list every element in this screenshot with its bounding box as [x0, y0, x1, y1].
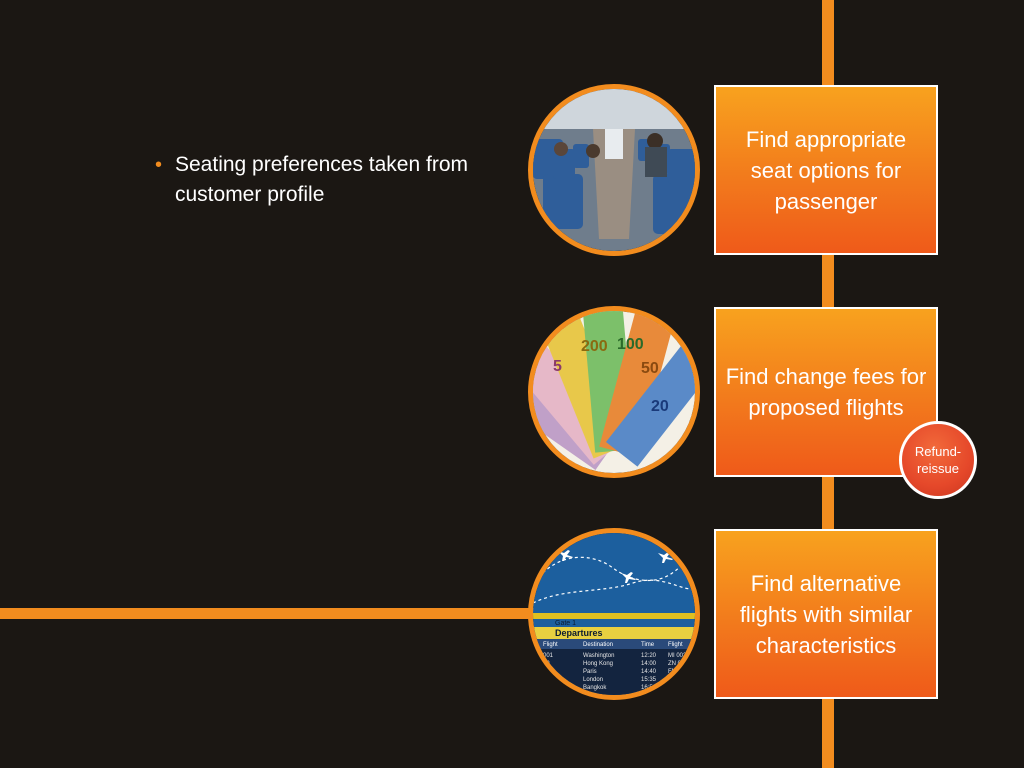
row2-flight: 00: [543, 661, 550, 667]
row3-time: 14:40: [641, 669, 657, 675]
bullet-dot-icon: •: [155, 154, 163, 176]
row4-time: 15:35: [641, 677, 657, 683]
note-100-label: 100: [617, 336, 644, 353]
row1-flight: 001: [543, 653, 554, 659]
note-5-label: 5: [553, 358, 562, 375]
col-destination: Destination: [583, 642, 613, 648]
euro-banknotes-photo: 5 200 100 50 20: [528, 306, 700, 478]
col-time: Time: [641, 642, 655, 648]
airplane-cabin-photo: [528, 84, 700, 256]
note-200-label: 200: [581, 338, 608, 355]
row1-dest: Washington: [583, 653, 614, 659]
step-label: Find change fees for proposed flights: [725, 364, 927, 420]
col-flight-2: Flight: [668, 642, 683, 648]
step-box-seat-options: Find appropriate seat options for passen…: [714, 85, 938, 255]
departures-board-photo: Gate 1 Departures Flight Destination Tim…: [528, 528, 700, 700]
note-20-label: 20: [651, 398, 669, 415]
step-box-change-fees: Find change fees for proposed flights: [714, 307, 938, 477]
bullet-text: Seating preferences taken from customer …: [175, 153, 468, 206]
gate-label: Gate 1: [555, 620, 576, 627]
bullet-list: • Seating preferences taken from custome…: [155, 150, 515, 210]
refund-reissue-badge: Refund-reissue: [899, 421, 977, 499]
departures-title: Departures: [555, 628, 603, 638]
row3-flight2: FN: [668, 669, 676, 675]
row3-dest: Paris: [583, 669, 597, 675]
row2-flight2: ZN 0: [668, 661, 682, 667]
row5-time: 16:50: [641, 685, 657, 691]
step-label: Find appropriate seat options for passen…: [745, 126, 907, 214]
row5-dest: Bangkok: [583, 685, 607, 691]
badge-label: Refund-reissue: [914, 444, 962, 476]
row1-time: 12:20: [641, 653, 657, 659]
row4-dest: London: [583, 677, 603, 683]
note-50-label: 50: [641, 360, 659, 377]
row2-time: 14:00: [641, 661, 657, 667]
col-flight: Flight: [543, 642, 558, 648]
row2-dest: Hong Kong: [583, 661, 613, 667]
timeline-horizontal: [0, 608, 610, 619]
bullet-item: • Seating preferences taken from custome…: [155, 150, 515, 210]
row1-flight2: MI 002: [668, 653, 687, 659]
step-label: Find alternative flights with similar ch…: [739, 570, 913, 658]
step-box-alternative-flights: Find alternative flights with similar ch…: [714, 529, 938, 699]
